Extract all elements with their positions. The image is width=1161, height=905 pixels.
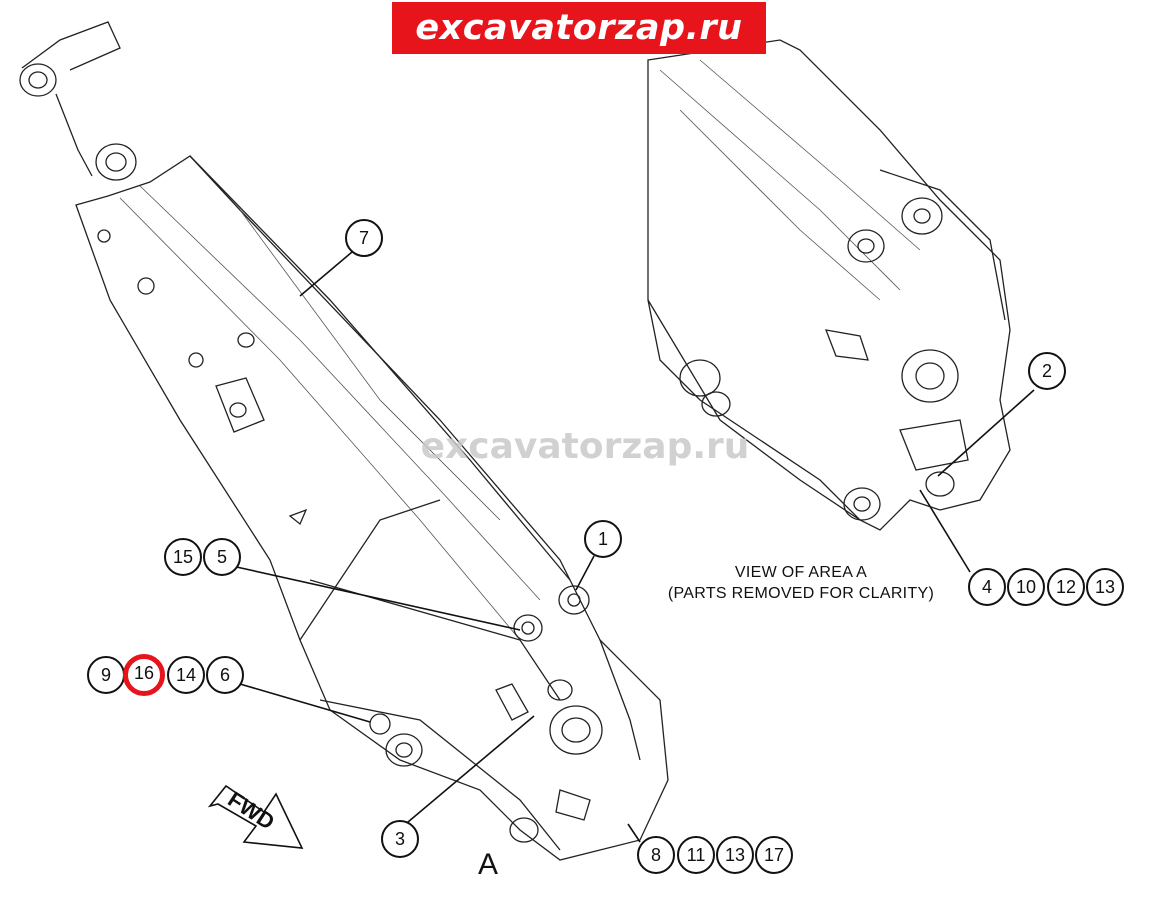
callout-17[interactable]: 17	[755, 836, 793, 874]
callout-10[interactable]: 10	[1007, 568, 1045, 606]
callout-12[interactable]: 12	[1047, 568, 1085, 606]
view-note-line2: (PARTS REMOVED FOR CLARITY)	[667, 585, 935, 602]
view-letter: A	[478, 848, 499, 881]
callout-14[interactable]: 14	[167, 656, 205, 694]
callout-5[interactable]: 5	[203, 538, 241, 576]
callout-3[interactable]: 3	[381, 820, 419, 858]
view-note: VIEW OF AREA A (PARTS REMOVED FOR CLARIT…	[646, 562, 956, 604]
callout-4[interactable]: 4	[968, 568, 1006, 606]
callout-1[interactable]: 1	[584, 520, 622, 558]
callout-15[interactable]: 15	[164, 538, 202, 576]
view-note-line1: VIEW OF AREA A	[734, 564, 868, 581]
callout-11[interactable]: 11	[677, 836, 715, 874]
fwd-arrow	[207, 784, 304, 849]
callout-9[interactable]: 9	[87, 656, 125, 694]
site-banner: excavatorzap.ru	[392, 2, 766, 54]
callout-6[interactable]: 6	[206, 656, 244, 694]
leader-lines	[231, 251, 1035, 843]
callout-2[interactable]: 2	[1028, 352, 1066, 390]
boom-assembly	[19, 21, 669, 861]
callout-13-boom[interactable]: 13	[716, 836, 754, 874]
callout-7[interactable]: 7	[345, 219, 383, 257]
callout-8[interactable]: 8	[637, 836, 675, 874]
callout-13-detail[interactable]: 13	[1086, 568, 1124, 606]
area-a-detail	[647, 39, 1011, 531]
watermark: excavatorzap.ru	[420, 426, 750, 467]
callout-16-highlighted[interactable]: 16	[123, 654, 165, 696]
